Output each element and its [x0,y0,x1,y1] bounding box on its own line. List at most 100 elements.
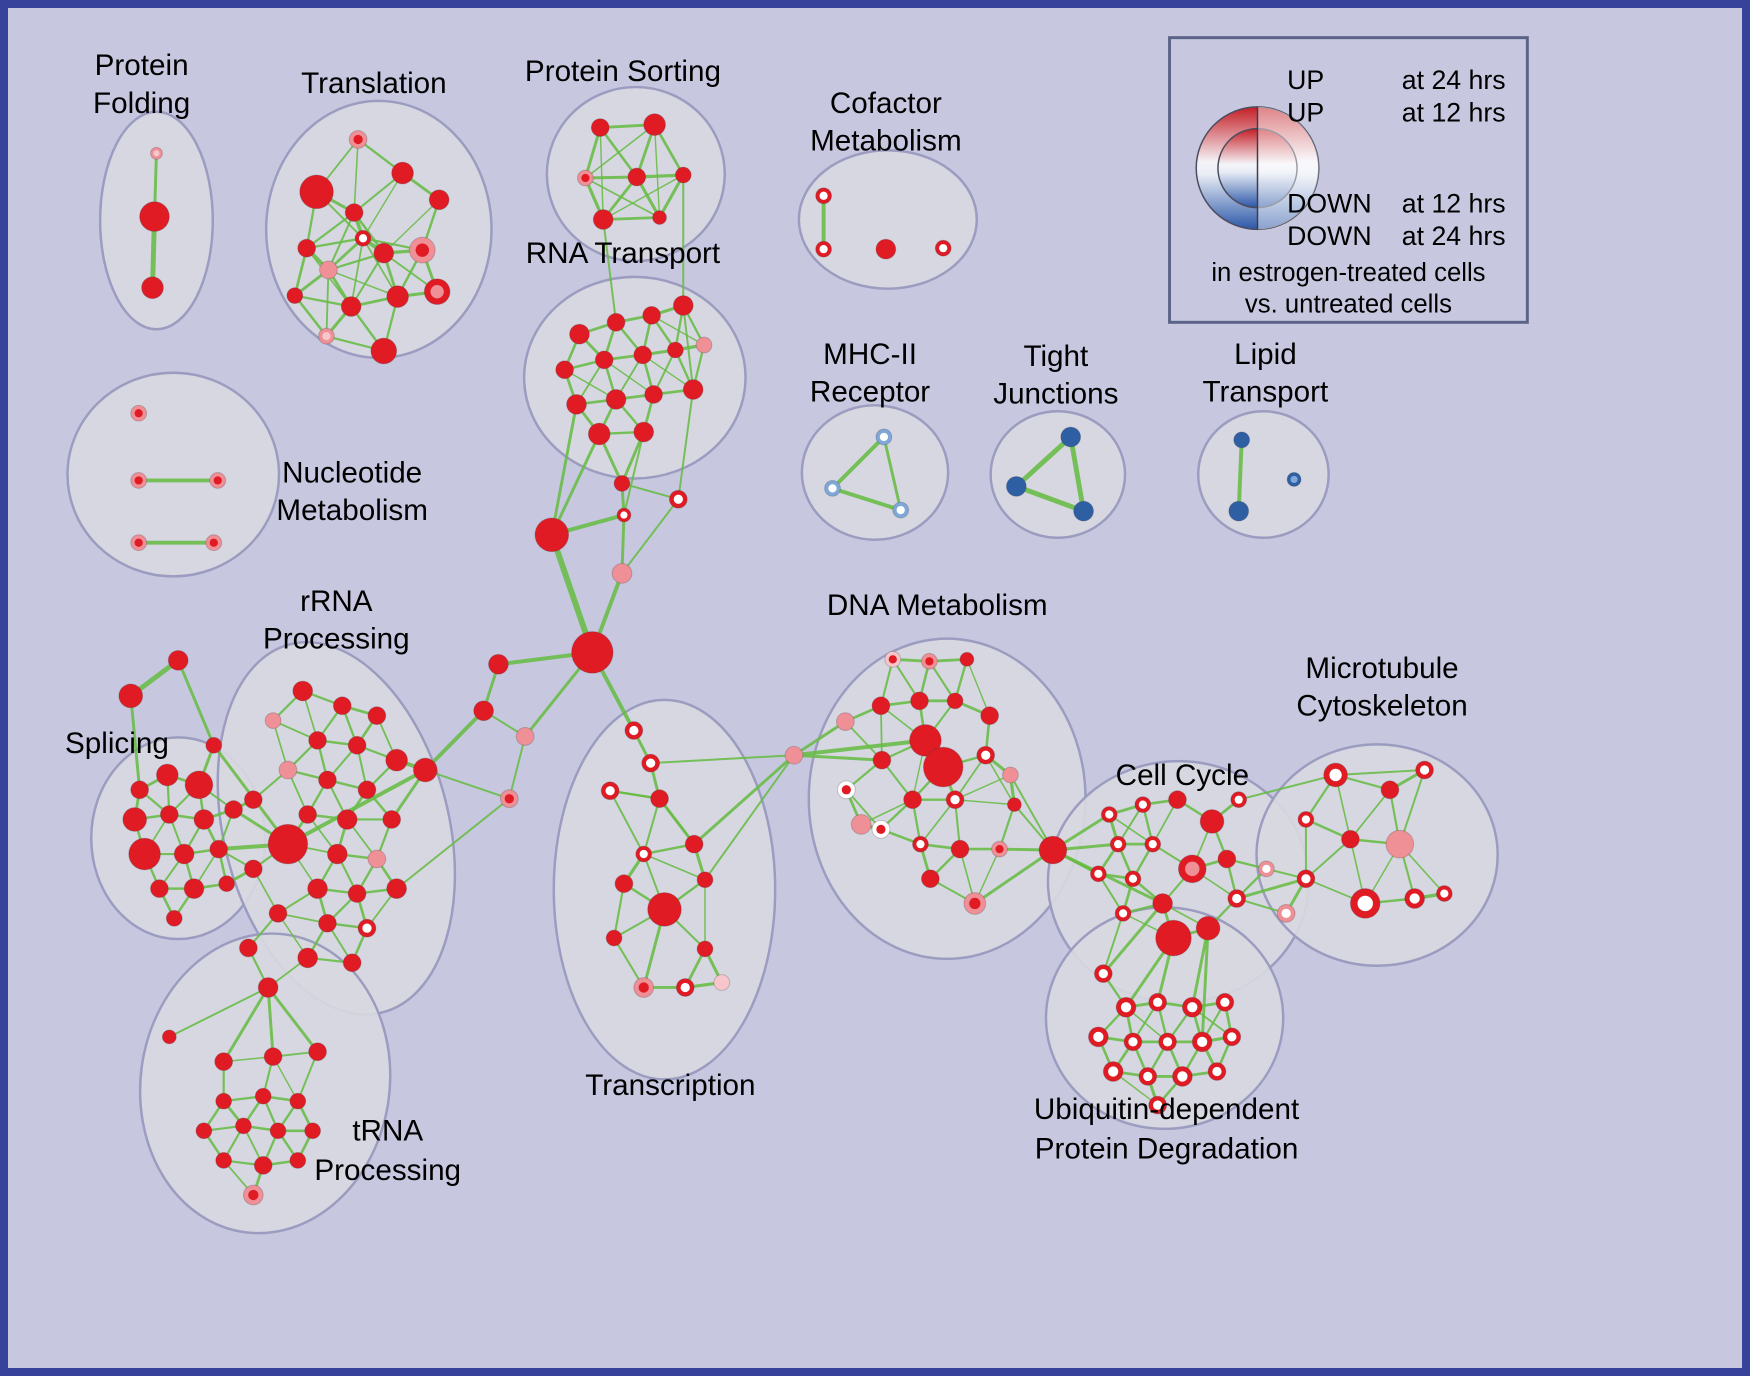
network-node [184,770,214,800]
network-edge [642,354,694,391]
network-node [616,507,632,523]
network-node [1089,865,1107,883]
cluster-label-protein-folding: Folding [93,87,190,120]
network-node [297,238,317,258]
network-node [214,1052,234,1071]
network-node [643,113,666,136]
network-node [257,977,279,998]
cluster-label-mhc-ii-receptor: Receptor [810,375,930,408]
cluster-label-microtubule-cytoskeleton: Cytoskeleton [1296,690,1467,723]
network-node [1038,835,1068,865]
network-node [391,161,414,185]
network-edge [1190,926,1210,1009]
network-node [675,978,695,997]
network-node [354,229,372,247]
network-edge [649,754,795,765]
network-edge [602,174,684,221]
network-node [344,203,364,222]
network-node [871,696,891,716]
network-edge [653,123,661,219]
network-node [269,1122,287,1140]
legend-time-label: at 24 hrs [1402,65,1506,95]
network-edge [305,211,356,250]
network-node [571,631,614,674]
network-node [386,285,409,308]
network-node [238,938,258,958]
network-node [641,753,661,773]
network-node [980,706,1000,726]
cluster-label-protein-sorting: Protein Sorting [525,55,721,88]
network-edge [622,431,645,517]
network-node [286,287,304,305]
network-node [218,875,236,893]
network-edge [1349,788,1391,841]
cluster-label-tight-junctions: Tight [1023,340,1089,373]
network-node [332,696,352,716]
network-edge [1068,434,1087,514]
network-node [836,780,856,800]
cluster-label-rna-transport: RNA Transport [526,237,721,270]
network-node [224,800,243,819]
network-edge [658,797,696,846]
network-edge [792,720,847,757]
network-node [633,421,655,443]
network-edge [353,138,359,214]
network-node [299,174,334,210]
network-node [624,721,644,740]
network-node [243,859,263,879]
network-node [566,393,587,415]
network-node [382,810,402,829]
network-node [386,878,408,900]
network-edge [642,797,661,856]
network-node [357,918,377,938]
network-edge [919,798,956,845]
network-node [1148,992,1168,1012]
network-node [684,834,704,854]
network-node [423,278,451,306]
network-node [122,807,148,832]
network-node [205,736,223,754]
network-node [1087,1026,1109,1048]
network-node [910,691,929,711]
network-node [1435,885,1453,902]
network-node [150,879,169,899]
network-node [1123,1032,1143,1052]
network-edge [792,753,884,762]
network-node [267,823,309,865]
legend-pale-half [1257,106,1319,230]
network-edge [350,252,385,308]
network-edge [1013,434,1074,489]
network-node [340,296,362,317]
network-node [892,501,910,519]
network-node [235,1117,252,1135]
cluster-label-transcription: Transcription [585,1069,755,1102]
cluster-label-trna-processing: Processing [314,1154,461,1187]
network-node [499,789,519,809]
network-node [884,650,902,668]
cluster-label-ubiquitin-degradation: Protein Degradation [1035,1132,1299,1165]
network-node [515,727,535,746]
network-node [318,913,337,933]
network-node [428,189,450,211]
network-node [1158,1032,1177,1052]
network-node [1233,431,1251,449]
network-node [297,947,319,969]
network-edge [129,694,142,792]
network-node [150,146,163,160]
network-edge [791,738,928,758]
cluster-label-translation: Translation [301,67,447,100]
network-node [1195,915,1221,941]
network-node [590,118,610,137]
network-edge [880,704,883,762]
network-edge [620,498,680,575]
network-node [592,209,614,230]
network-node [1385,829,1415,859]
network-node [920,652,938,670]
network-node [1124,870,1142,888]
cluster-label-protein-folding: Protein [95,49,189,82]
network-node [613,475,631,492]
network-edge [1237,773,1337,801]
network-edge [266,985,275,1059]
